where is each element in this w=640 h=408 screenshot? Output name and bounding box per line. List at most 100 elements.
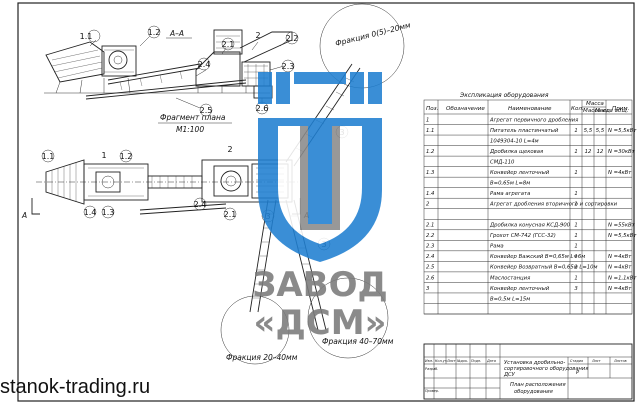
spec-rows: 1 Агрегат первичного дробления 1.1 Питатель… <box>424 117 637 315</box>
spec-cell-note: N =30кВт <box>608 149 636 155</box>
specification-table: Экспликация оборудования Поз. Обозначени… <box>423 92 637 315</box>
plan-tag: 1.4 <box>84 208 97 217</box>
spec-cell-qty: 1 <box>574 275 577 281</box>
spec-cell-name: Агрегат дробления вторичного и сортировк… <box>489 202 618 208</box>
tb-sheet-title: оборудования <box>514 389 553 395</box>
spec-cell-name: Агрегат первичного дробления <box>489 117 579 123</box>
spec-cell-qty: 1 <box>574 170 577 176</box>
elev-tag: 2.4 <box>198 60 211 69</box>
spec-header: Масса ед. <box>583 108 612 114</box>
spec-cell-pos: 2.6 <box>426 275 435 281</box>
spec-header: Поз. <box>426 106 439 112</box>
spec-cell-name: В=0,5м L=15м <box>490 296 530 302</box>
fraction-label-bottom-right: Фракция 40–70мм <box>322 337 394 346</box>
spec-cell-qty: 1 <box>574 265 577 271</box>
spec-cell-name: Питатель пластинчатый <box>490 128 559 134</box>
elev-tag: 2.1 <box>222 40 235 49</box>
spec-title: Экспликация оборудования <box>459 92 549 99</box>
spec-cell-qty: 3 <box>574 286 578 292</box>
spec-cell-name: В=0,65м L=8м <box>490 181 530 187</box>
spec-header: Масса общ. <box>595 108 629 114</box>
plan-tag: 2 <box>227 145 232 154</box>
fraction-label-bottom-left: Фракция 20–40мм <box>226 353 298 362</box>
elev-tag: 2.3 <box>282 62 295 71</box>
spec-cell-name: Конвейер Важский В=0,65м L=6м <box>490 254 585 260</box>
spec-header: Кол. <box>571 106 584 112</box>
spec-cell-pos: 2.4 <box>426 254 434 260</box>
spec-cell-m2: 5,5 <box>596 128 605 134</box>
spec-cell-qty: 1 <box>574 202 577 208</box>
spec-cell-qty: 1 <box>574 191 577 197</box>
spec-cell-qty: 1 <box>574 128 577 134</box>
watermark-line1: ЗАВОД <box>252 265 388 305</box>
tb-col-header: Изм. <box>425 359 433 363</box>
spec-cell-qty: 1 <box>574 149 577 155</box>
plan-section-mark: А <box>21 211 27 220</box>
tb-sheet-title: План расположения <box>510 382 566 388</box>
spec-cell-name: СМД-110 <box>490 159 515 165</box>
tb-stage-label: Стадия <box>570 359 583 363</box>
spec-cell-note: N =4кВт <box>608 265 632 271</box>
zavod-dsm-watermark: ЗАВОД «ДСМ» <box>252 72 388 343</box>
elev-tag: 2 <box>255 31 260 40</box>
tb-stage-label: Листов <box>613 359 627 363</box>
tb-stage-value: Р <box>576 370 580 376</box>
spec-cell-name: Рама агрегата <box>490 191 530 197</box>
tb-name: Установка дробильно- <box>504 360 565 366</box>
spec-cell-note: N =55кВт <box>608 223 636 229</box>
spec-cell-note: N =5,5кВт <box>608 128 637 134</box>
tb-col-header: Кол.уч <box>435 359 447 363</box>
spec-cell-name: Маслостанция <box>490 275 531 281</box>
spec-header: Прим. <box>612 106 630 112</box>
elevation-view: А–А 1.1 1.2 2.1 2 2.2 2.3 2.5 2.4 2.6 <box>44 25 299 117</box>
tb-col-header: Лист <box>446 359 457 363</box>
site-caption: stanok-trading.ru <box>0 376 151 398</box>
section-label-aa: А–А <box>169 29 184 38</box>
elev-tag: 1.2 <box>148 28 161 37</box>
spec-cell-note: N =4кВт <box>608 254 632 260</box>
spec-cell-name: Дробилка конусная КСД-900 <box>489 223 571 229</box>
elev-tag: 2.2 <box>286 34 299 43</box>
spec-cell-pos: 1 <box>426 117 429 123</box>
spec-cell-name: Рама <box>490 244 504 250</box>
spec-cell-name: Конвейер ленточный <box>490 286 550 292</box>
spec-cell-pos: 2.2 <box>426 233 435 239</box>
spec-cell-note: N =4кВт <box>608 286 632 292</box>
spec-cell-note: N =5,5кВт <box>608 233 637 239</box>
fragment-title: Фрагмент плана <box>160 113 226 122</box>
spec-cell-note: N =1,1кВт <box>608 275 637 281</box>
spec-cell-pos: 1.1 <box>426 128 434 134</box>
plan-tag: 1.1 <box>42 152 55 161</box>
fragment-scale: М1:100 <box>176 125 204 134</box>
tb-name: сортировочного оборудования <box>504 366 588 372</box>
spec-cell-pos: 2.1 <box>426 223 434 229</box>
spec-cell-qty: 1 <box>574 223 577 229</box>
elev-tag: 2.6 <box>256 104 269 113</box>
spec-cell-pos: 2.3 <box>426 244 435 250</box>
spec-cell-m1: 12 <box>585 149 592 155</box>
spec-cell-pos: 1.4 <box>426 191 434 197</box>
spec-cell-name: Конвейер ленточный <box>490 170 550 176</box>
spec-header: Обозначение <box>446 106 485 112</box>
spec-cell-pos: 2 <box>426 202 430 208</box>
spec-cell-pos: 2.5 <box>426 265 435 271</box>
fraction-label-top: Фракция 0(5)–20мм <box>334 20 411 47</box>
elev-tag: 1.1 <box>80 32 93 41</box>
tb-role: Провер. <box>425 389 439 393</box>
plan-tag: 1.2 <box>120 152 133 161</box>
plan-tag: 2.4 <box>194 200 207 209</box>
tb-col-header: №док. <box>456 359 468 363</box>
sheet-frame <box>17 2 635 402</box>
spec-header: Наименование <box>508 106 552 112</box>
spec-cell-pos: 1.2 <box>426 149 435 155</box>
plan-tag: 1 <box>101 151 106 160</box>
tb-col-header: Дата <box>486 359 496 363</box>
tb-role: Разраб. <box>425 367 438 371</box>
spec-cell-name: Грохот СМ-742 (ГСС-32) <box>490 233 556 239</box>
plan-tag: 1.3 <box>102 208 115 217</box>
plan-tag: 2.1 <box>224 210 237 219</box>
spec-cell-pos: 1.3 <box>426 170 435 176</box>
tb-col-header: Подп. <box>471 359 481 363</box>
spec-header: Масса <box>586 101 604 107</box>
